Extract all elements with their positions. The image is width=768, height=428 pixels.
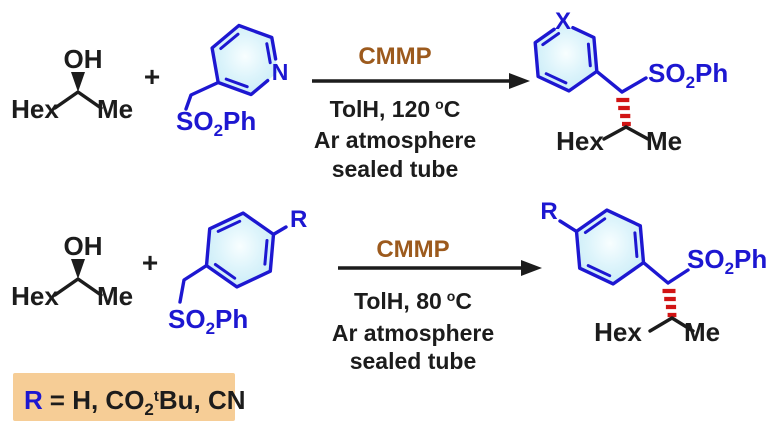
aryl-ring <box>533 26 599 93</box>
plus-sign-bottom: + <box>142 247 158 278</box>
stereocenter-bonds <box>602 125 650 141</box>
r-substituent-label: R <box>540 198 557 225</box>
vessel-top: sealed tube <box>332 156 459 182</box>
methyl-label: Me <box>97 94 133 124</box>
benzene-double-bonds <box>583 217 639 278</box>
pyridyl-sulfone-reactant: N SO2Ph <box>176 23 289 140</box>
r-legend-text: R= H, CO2tBu, CN <box>24 385 246 419</box>
benzylic-bonds <box>641 260 690 285</box>
reagent-label-bottom: CMMP <box>376 236 449 263</box>
wedge-bond <box>71 259 85 279</box>
atmosphere-bottom: Ar atmosphere <box>332 320 494 346</box>
sulfone-label-top-product: SO2Ph <box>648 58 728 92</box>
hexyl-label: Hex <box>11 281 59 311</box>
wedge-bond <box>71 72 85 92</box>
methyl-label: Me <box>97 281 133 311</box>
r-legend-box <box>13 373 235 421</box>
sulfone-label-bottom-product: SO2Ph <box>687 244 767 278</box>
r-substituent-label: R <box>290 206 307 233</box>
pyridine-ring <box>210 23 278 97</box>
hydroxyl-label: OH <box>64 44 103 74</box>
alcohol-reactant-top: OH Hex Me <box>11 44 133 124</box>
x-position-label: X <box>555 8 571 35</box>
skeleton-bonds <box>53 90 103 110</box>
methylene-bonds <box>178 263 209 304</box>
hexyl-label: Hex <box>594 317 642 347</box>
r-substituent-bond <box>271 225 288 237</box>
skeleton-bonds <box>53 277 103 297</box>
aryl-double-bonds <box>541 32 592 85</box>
r-legend: R= H, CO2tBu, CN <box>13 373 246 421</box>
methyl-label: Me <box>684 317 720 347</box>
product-bottom: R SO2Ph Hex Me <box>540 198 767 347</box>
plus-sign-top: + <box>144 61 160 92</box>
hexyl-label: Hex <box>556 126 604 156</box>
atmosphere-top: Ar atmosphere <box>314 127 476 153</box>
stereocenter-bonds <box>648 316 695 333</box>
hydroxyl-label: OH <box>64 231 103 261</box>
methyl-label: Me <box>646 126 682 156</box>
nitrogen-atom-label: N <box>272 59 289 85</box>
vessel-bottom: sealed tube <box>350 348 477 374</box>
benzylic-bonds <box>595 69 648 94</box>
hashed-wedge-bond <box>662 288 677 318</box>
benzyl-sulfone-reactant: R SO2Ph <box>168 206 307 338</box>
reagent-label-top: CMMP <box>358 43 431 70</box>
sulfone-label-bottom-reactant: SO2Ph <box>168 304 248 338</box>
hexyl-label: Hex <box>11 94 59 124</box>
arrow-head <box>521 260 542 276</box>
methylene-bonds <box>184 80 220 111</box>
alcohol-reactant-bottom: OH Hex Me <box>11 231 133 311</box>
r-substituent-bond <box>558 219 579 234</box>
product-top: X SO2Ph Hex Me <box>533 8 728 156</box>
benzene-double-bonds <box>213 219 269 280</box>
arrow-head <box>509 73 530 89</box>
pyridine-double-bonds <box>219 32 272 89</box>
sulfone-label-top-reactant: SO2Ph <box>176 106 256 140</box>
hashed-wedge-bond <box>616 97 631 127</box>
